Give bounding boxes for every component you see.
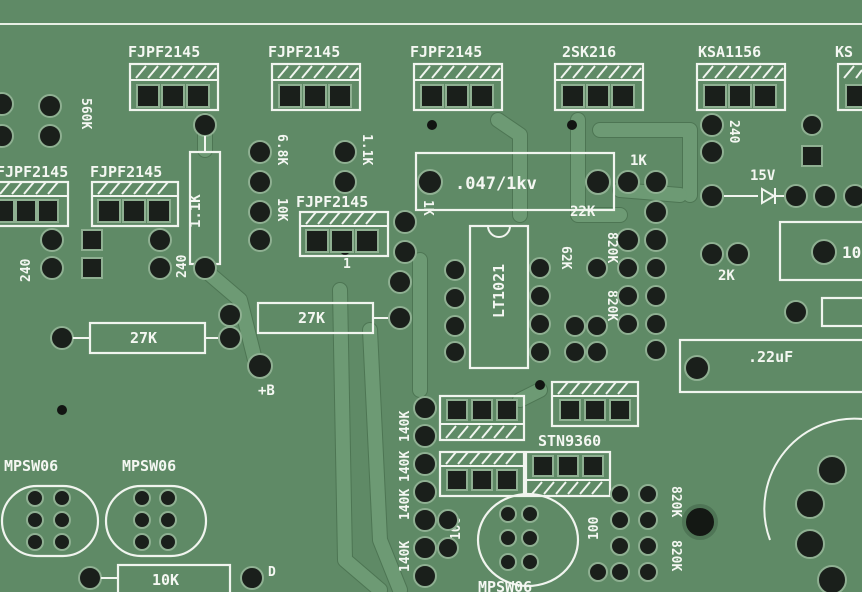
left-pads: 560K [0,92,93,148]
via [567,120,577,130]
transistor-q10: MPSW06 [0,457,100,558]
resistor-140k-d-label: 140K [398,541,413,572]
via [57,405,67,415]
resistor-10-right: 10 [778,220,862,328]
transistor-q9-label: STN9360 [538,432,601,450]
resistor-stack-middle: 6.8K 10K 1.1K [248,134,374,252]
resistor-100-b-label: 100 [587,516,602,540]
ic-lt1021: LT1021 [444,224,551,370]
zener-label: 15V [750,168,776,184]
resistor-140k-b-label: 140K [398,451,413,482]
transistor-q12-label: MPSW06 [478,578,532,592]
transistor-q3: FJPF2145 [410,43,504,112]
resistor-group-right: 1K 22K [570,153,668,252]
transistor-q3-label: FJPF2145 [410,43,482,61]
transistor-q8-label: FJPF2145 [296,193,368,211]
zener-15v: 240 15V [700,113,862,208]
power-pads-right [763,417,862,592]
transistor-q2: FJPF2145 [268,43,362,112]
transistor-q10-label: MPSW06 [4,457,58,475]
plus-b-terminal: +B [247,353,275,399]
resistor-27k-b: 27K [256,301,412,335]
resistor-140k-a-label: 140K [398,411,413,442]
transistor-q1-label: FJPF2145 [128,43,200,61]
resistor-820k-a-label: 820K [604,232,619,263]
transistor-lower-b [438,450,526,498]
capacitor-22uf: .22uF [678,338,862,394]
resistor-62k-820k: 62K 820K 820K [558,232,667,363]
resistor-1k1-b-label: 1.1K [359,134,374,165]
resistor-240-a-label: 240 [19,258,34,282]
d-mark-label: D [268,565,276,580]
resistor-2k: 2K [700,242,750,284]
resistor-240-c-label: 240 [726,120,741,144]
resistor-10-right-label: 10 [842,243,861,262]
resistor-2k-label: 2K [718,268,735,284]
resistor-27k-a: 27K [50,303,242,355]
dot-1-label: 1 [343,257,351,272]
resistor-10k-bottom: 10K D [78,563,276,592]
resistor-10k-b-label: 10K [152,571,179,589]
resistor-820k-lower: 820K 820K [588,484,718,582]
transistor-lower-a [438,394,526,442]
resistor-1k-b-label: 1K [630,153,647,169]
transistor-q11: MPSW06 [104,457,208,558]
transistor-q7: FJPF2145 [90,163,180,228]
capacitor-22uf-label: .22uF [748,348,793,366]
transistor-q5: KSA1156 KS [695,43,862,112]
resistor-1k1-a-label: 1.1K [188,194,204,228]
resistor-820k-b-label: 820K [604,290,619,321]
resistor-10k-a-label: 10K [274,198,289,222]
resistor-1k1-vertical: 1.1K [188,113,222,280]
resistor-27k-b-label: 27K [298,309,325,327]
transistor-q8: FJPF2145 1 [296,193,390,272]
transistor-q7-label: FJPF2145 [90,163,162,181]
resistor-1k-a-label: 1K [420,200,435,216]
capacitor-047-label: .047/1kv [455,174,537,194]
transistor-q6-label: FJPF2145 [0,163,68,181]
transistor-q12: MPSW06 [476,492,580,592]
ic-lt1021-label: LT1021 [490,264,508,318]
plus-b-label: +B [258,383,275,399]
transistor-q1: FJPF2145 [128,43,220,112]
transistor-q5-label: KSA1156 [698,43,761,61]
resistor-6k8-label: 6.8K [274,134,289,165]
resistor-27k-a-label: 27K [130,329,157,347]
resistor-560k-label: 560K [78,98,93,129]
transistor-q11-label: MPSW06 [122,457,176,475]
transistor-q4-label: 2SK216 [562,43,616,61]
resistor-140k-c-label: 140K [398,489,413,520]
resistor-1k-a: 1K [388,200,435,294]
resistor-240-b-label: 240 [175,254,190,278]
transistor-lower-c [524,450,612,498]
transistor-q9: STN9360 [538,380,640,450]
transistor-q2-label: FJPF2145 [268,43,340,61]
capacitor-047: .047/1kv [414,151,616,212]
via [427,120,437,130]
resistor-62k-label: 62K [558,246,573,270]
transistor-q6: FJPF2145 [0,163,70,228]
resistor-22k-label: 22K [570,204,596,220]
resistor-140k-column: 140K 140K 140K 140K [398,396,437,588]
resistor-820k-c-label: 820K [668,486,683,517]
transistor-q5b-label: KS [835,43,853,61]
resistor-820k-d-label: 820K [668,540,683,571]
transistor-q4: 2SK216 [553,43,645,112]
resistor-100-pair: 100 100 [437,509,602,559]
via [535,380,545,390]
resistor-240-pads: 240 240 [19,228,190,282]
